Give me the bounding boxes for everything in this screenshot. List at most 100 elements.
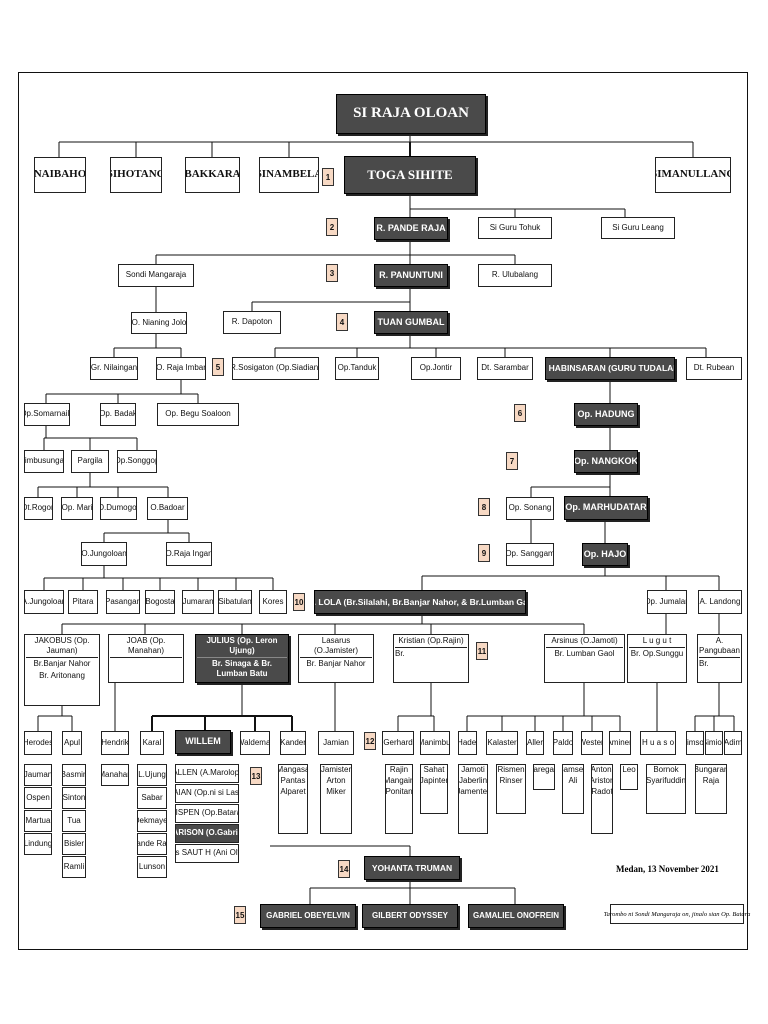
main-line-box: TUAN GUMBAL: [374, 311, 448, 334]
aller-children: Taregan: [533, 764, 555, 790]
cousin-box: Bogosta: [145, 590, 175, 614]
child-name: Alparet: [280, 786, 306, 796]
child-box: Dekmayer: [137, 810, 167, 832]
son-box: Kander: [280, 731, 306, 755]
child-name: Jamister: [320, 765, 352, 774]
generation-number: 3: [326, 264, 338, 282]
main-line-box: Op. LOLA (Br.Silalahi, Br.Banjar Nahor, …: [314, 590, 526, 614]
cousin-box: Dt.Rogon: [24, 497, 53, 520]
main-line-box: TOGA SIHITE: [344, 156, 476, 194]
cousin-box: Sibatulan: [218, 590, 252, 614]
cousin-box: Simbusungan: [24, 450, 64, 473]
person-name: JAKOBUS (Op. Jauman): [26, 635, 98, 658]
cousin-box: Op.Somarnaila: [24, 403, 70, 426]
son-box: Paldo: [553, 731, 573, 755]
son-box: Hadel: [458, 731, 477, 755]
child-box: ALLEN (A.Marolop): [175, 764, 239, 783]
grandchild-box: GILBERT ODYSSEY: [362, 904, 458, 928]
root-ancestor-box: SI RAJA OLOAN: [336, 94, 486, 134]
child-box: PAIAN (Op.ni si Lasy): [175, 784, 239, 803]
cousin-box: Op. Badak: [100, 403, 136, 426]
child-box: BARISON (O.Gabriel): [175, 824, 239, 843]
person-name: Lasarus (O.Jamister): [300, 635, 372, 658]
sibling-box: NAIBAHO: [34, 157, 86, 193]
generation-number: 11: [476, 642, 488, 660]
generation-number: 4: [336, 313, 348, 331]
sibling-box: Op.Jontir: [411, 357, 461, 380]
sibling-box: R. Dapoton: [223, 311, 281, 334]
child-name: Rismen: [497, 765, 525, 774]
child-name: Jamenter: [458, 786, 488, 796]
son-box: Westen: [581, 731, 603, 755]
sibling-box: Op. Sonang: [506, 497, 554, 520]
spouse-name: Br.: [395, 649, 405, 658]
sibling-box: Si Guru Tohuk: [478, 217, 552, 239]
child-box: Sabar: [137, 787, 167, 809]
child-box: Drs SAUT H (Ani Olfa): [175, 844, 239, 863]
generation-number: 13: [250, 767, 262, 785]
generation-number: 2: [326, 218, 338, 236]
son-box: Kalaster: [486, 731, 518, 755]
child-box: Pande Raja: [137, 833, 167, 855]
spouse-name: Br. Op.Sunggu: [630, 649, 684, 658]
generation-number: 9: [478, 544, 490, 562]
person-name: Kristian (Op.Rajin): [395, 635, 467, 648]
main-line-box: R. PANUNTUNI: [374, 264, 448, 287]
child-name: Miker: [326, 786, 346, 796]
child-box: L.Ujung: [137, 764, 167, 786]
spouse-name: Br.Banjar Nahor: [33, 659, 91, 668]
cousin-box: Pasangan: [106, 590, 140, 614]
paldo-children: SamsenAli: [562, 764, 584, 814]
cousin-box: O.Raja Ingan: [166, 542, 212, 566]
son-box: Manimbul: [420, 731, 450, 755]
child-name: Rinser: [499, 775, 523, 785]
spouse-name: Br. Sinaga & Br. Lumban Batu: [211, 659, 273, 678]
sibling-box: A. Landong: [698, 590, 742, 614]
child-name: Japinter: [420, 775, 448, 785]
son-box: Aller: [526, 731, 544, 755]
son-box: Adim: [724, 731, 742, 755]
sibling-box: Op.Tanduk: [335, 357, 379, 380]
son-box: Herodes: [24, 731, 52, 755]
sibling-box: R. Ulubalang: [478, 264, 552, 287]
cousin-box: Op.Songgop: [117, 450, 157, 473]
cousin-box: Pitara: [68, 590, 98, 614]
person-name: JULIUS (Op. Leron Ujung): [197, 635, 287, 658]
son-box: Aminen: [609, 731, 631, 755]
generation-number: 1: [322, 168, 334, 186]
sibling-box: Op. Jumalan: [647, 590, 687, 614]
son-box: Karal: [140, 731, 164, 755]
child-name: Jaberlin: [459, 775, 488, 785]
child-name: Radot: [591, 786, 613, 796]
main-line-box: Op. HADUNG: [574, 403, 638, 426]
sibling-box: BAKKARA: [185, 157, 240, 193]
spouse-name: Br. Aritonang: [39, 671, 85, 680]
main-line-box: Op. NANGKOK: [574, 450, 638, 473]
cousin-box: Gr. Nilaingan: [90, 357, 138, 380]
child-box: Ramli: [62, 856, 86, 878]
son-box: H u a s o: [640, 731, 676, 755]
main-line-box: R. HABINSARAN (GURU TUDALAN): [545, 357, 675, 380]
son-box: Kimson: [686, 731, 704, 755]
child-name: Raja: [702, 775, 720, 785]
child-name: Syarifuddin: [646, 775, 686, 785]
cousin-box: O. Nianing Jolo: [131, 312, 187, 334]
julius-box: JULIUS (Op. Leron Ujung)Br. Sinaga & Br.…: [195, 634, 289, 683]
child-name: Rajin: [389, 765, 409, 774]
cousin-box: O.Badoar: [147, 497, 188, 520]
son-box: Apul: [62, 731, 82, 755]
child-box: Lunson: [137, 856, 167, 878]
child-name: Mangain: [385, 775, 413, 785]
spouse-name: Br. Lumban Gaol: [554, 649, 615, 658]
child-box: Basmin: [62, 764, 86, 786]
generation-number: 8: [478, 498, 490, 516]
person-name: Arsinus (O.Jamoti): [546, 635, 623, 648]
person-name: JOAB (Op. Manahan): [110, 635, 182, 658]
